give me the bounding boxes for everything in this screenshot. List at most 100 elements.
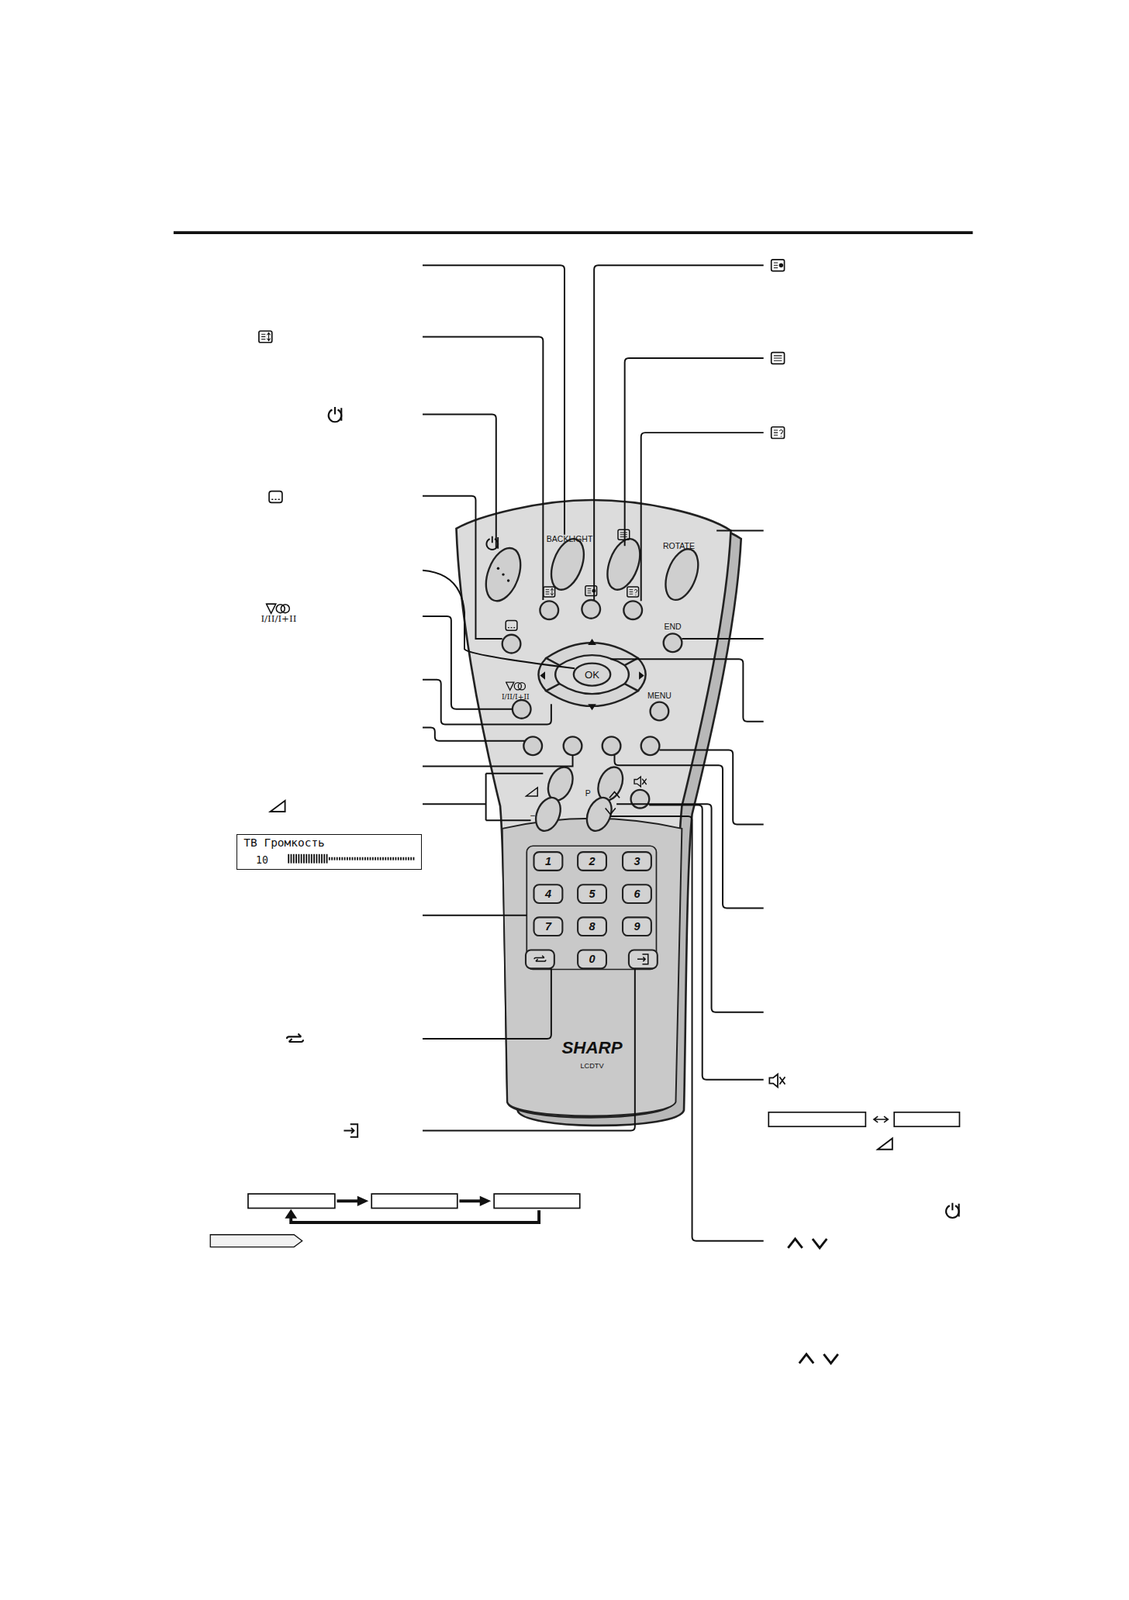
- circle-shape: [507, 579, 510, 582]
- rect-shape: [290, 854, 293, 864]
- rect-shape: [308, 854, 311, 864]
- circle-shape: [623, 600, 643, 620]
- rect-shape: [577, 852, 607, 871]
- use-shape: [328, 407, 342, 422]
- rect-shape: [628, 950, 658, 970]
- rect-shape: [768, 1112, 866, 1127]
- g-shape: [422, 265, 764, 1241]
- ellipse-shape: [531, 794, 566, 835]
- use-shape: [505, 620, 518, 631]
- rect-shape: [287, 854, 290, 864]
- rect-shape: [384, 857, 387, 861]
- rect-shape: [359, 857, 361, 861]
- rect-shape: [376, 857, 379, 861]
- rect-shape: [392, 857, 394, 861]
- path-shape: [538, 658, 560, 691]
- rect-shape: [407, 857, 410, 861]
- path-shape: [422, 728, 525, 742]
- circle-shape: [502, 635, 522, 654]
- circle-shape: [539, 600, 559, 620]
- use-shape: [543, 586, 556, 598]
- path-shape: [681, 638, 764, 640]
- button-label: I/II/I+II: [260, 614, 297, 625]
- rect-shape: [397, 857, 400, 861]
- rect-shape: [364, 857, 366, 861]
- button-label: END: [663, 622, 681, 632]
- rect-shape: [352, 857, 354, 861]
- use-shape: [771, 427, 785, 439]
- key-number: 0: [589, 953, 596, 965]
- circle-shape: [497, 566, 500, 570]
- use-shape: [266, 604, 291, 614]
- use-shape: [771, 352, 785, 365]
- circle-shape: [631, 790, 650, 809]
- rect-shape: [331, 857, 333, 861]
- path-shape: [649, 805, 764, 1081]
- use-shape: [258, 331, 273, 343]
- key-number: 8: [589, 921, 596, 933]
- rect-shape: [303, 854, 305, 864]
- rect-shape: [323, 854, 325, 864]
- rect-shape: [334, 857, 336, 861]
- path-shape: [614, 755, 764, 909]
- use-shape: [787, 1239, 827, 1249]
- g-shape: [479, 534, 705, 808]
- g-shape: [539, 638, 644, 711]
- path-shape: [422, 680, 552, 726]
- path-shape: [605, 791, 620, 815]
- key-number: 6: [633, 888, 640, 900]
- rect-shape: [400, 857, 402, 861]
- circle-shape: [501, 573, 505, 576]
- use-shape: [270, 801, 286, 812]
- path-shape: [479, 1196, 491, 1207]
- use-shape: [585, 586, 598, 597]
- ellipse-shape: [573, 663, 611, 687]
- rect-shape: [577, 917, 607, 936]
- rect-shape: [534, 917, 563, 936]
- use-shape: [799, 1354, 839, 1364]
- rect-shape: [394, 857, 397, 861]
- rect-shape: [371, 1194, 458, 1209]
- path-shape: [422, 616, 513, 710]
- path-shape: [459, 1199, 482, 1203]
- brand-text: SHARP: [561, 1039, 622, 1057]
- ellipse-shape: [545, 534, 591, 594]
- circle-shape: [641, 736, 660, 756]
- path-shape: [422, 914, 527, 917]
- rect-shape: [300, 854, 303, 864]
- path-shape: [357, 1196, 369, 1207]
- path-shape: [545, 642, 638, 666]
- rect-shape: [413, 857, 415, 861]
- rect-shape: [354, 857, 356, 861]
- rect-shape: [525, 950, 555, 970]
- path-shape: [422, 414, 497, 548]
- button-label: BACKLIGHT: [546, 535, 594, 544]
- circle-shape: [563, 736, 583, 756]
- use-shape: [771, 259, 785, 272]
- rect-shape: [622, 852, 652, 871]
- path-shape: [539, 671, 546, 681]
- circle-shape: [523, 736, 543, 756]
- rect-shape: [577, 884, 607, 904]
- osd-value: 10: [255, 855, 269, 866]
- ellipse-shape: [600, 534, 646, 594]
- path-shape: [210, 1235, 302, 1248]
- use-shape: [269, 491, 283, 504]
- path-shape: [336, 1199, 360, 1203]
- path-shape: [641, 432, 764, 601]
- button-label: −: [530, 811, 536, 822]
- key-number: 5: [589, 888, 596, 900]
- path-shape: [422, 570, 575, 669]
- circle-shape: [512, 700, 532, 719]
- use-shape: [634, 776, 647, 788]
- path-shape: [422, 968, 636, 1131]
- path-shape: [422, 496, 503, 639]
- path-shape: [422, 336, 543, 601]
- use-shape: [946, 1203, 960, 1219]
- rect-shape: [410, 857, 412, 861]
- rect-shape: [405, 857, 408, 861]
- rect-shape: [374, 857, 377, 861]
- rect-shape: [493, 1194, 581, 1209]
